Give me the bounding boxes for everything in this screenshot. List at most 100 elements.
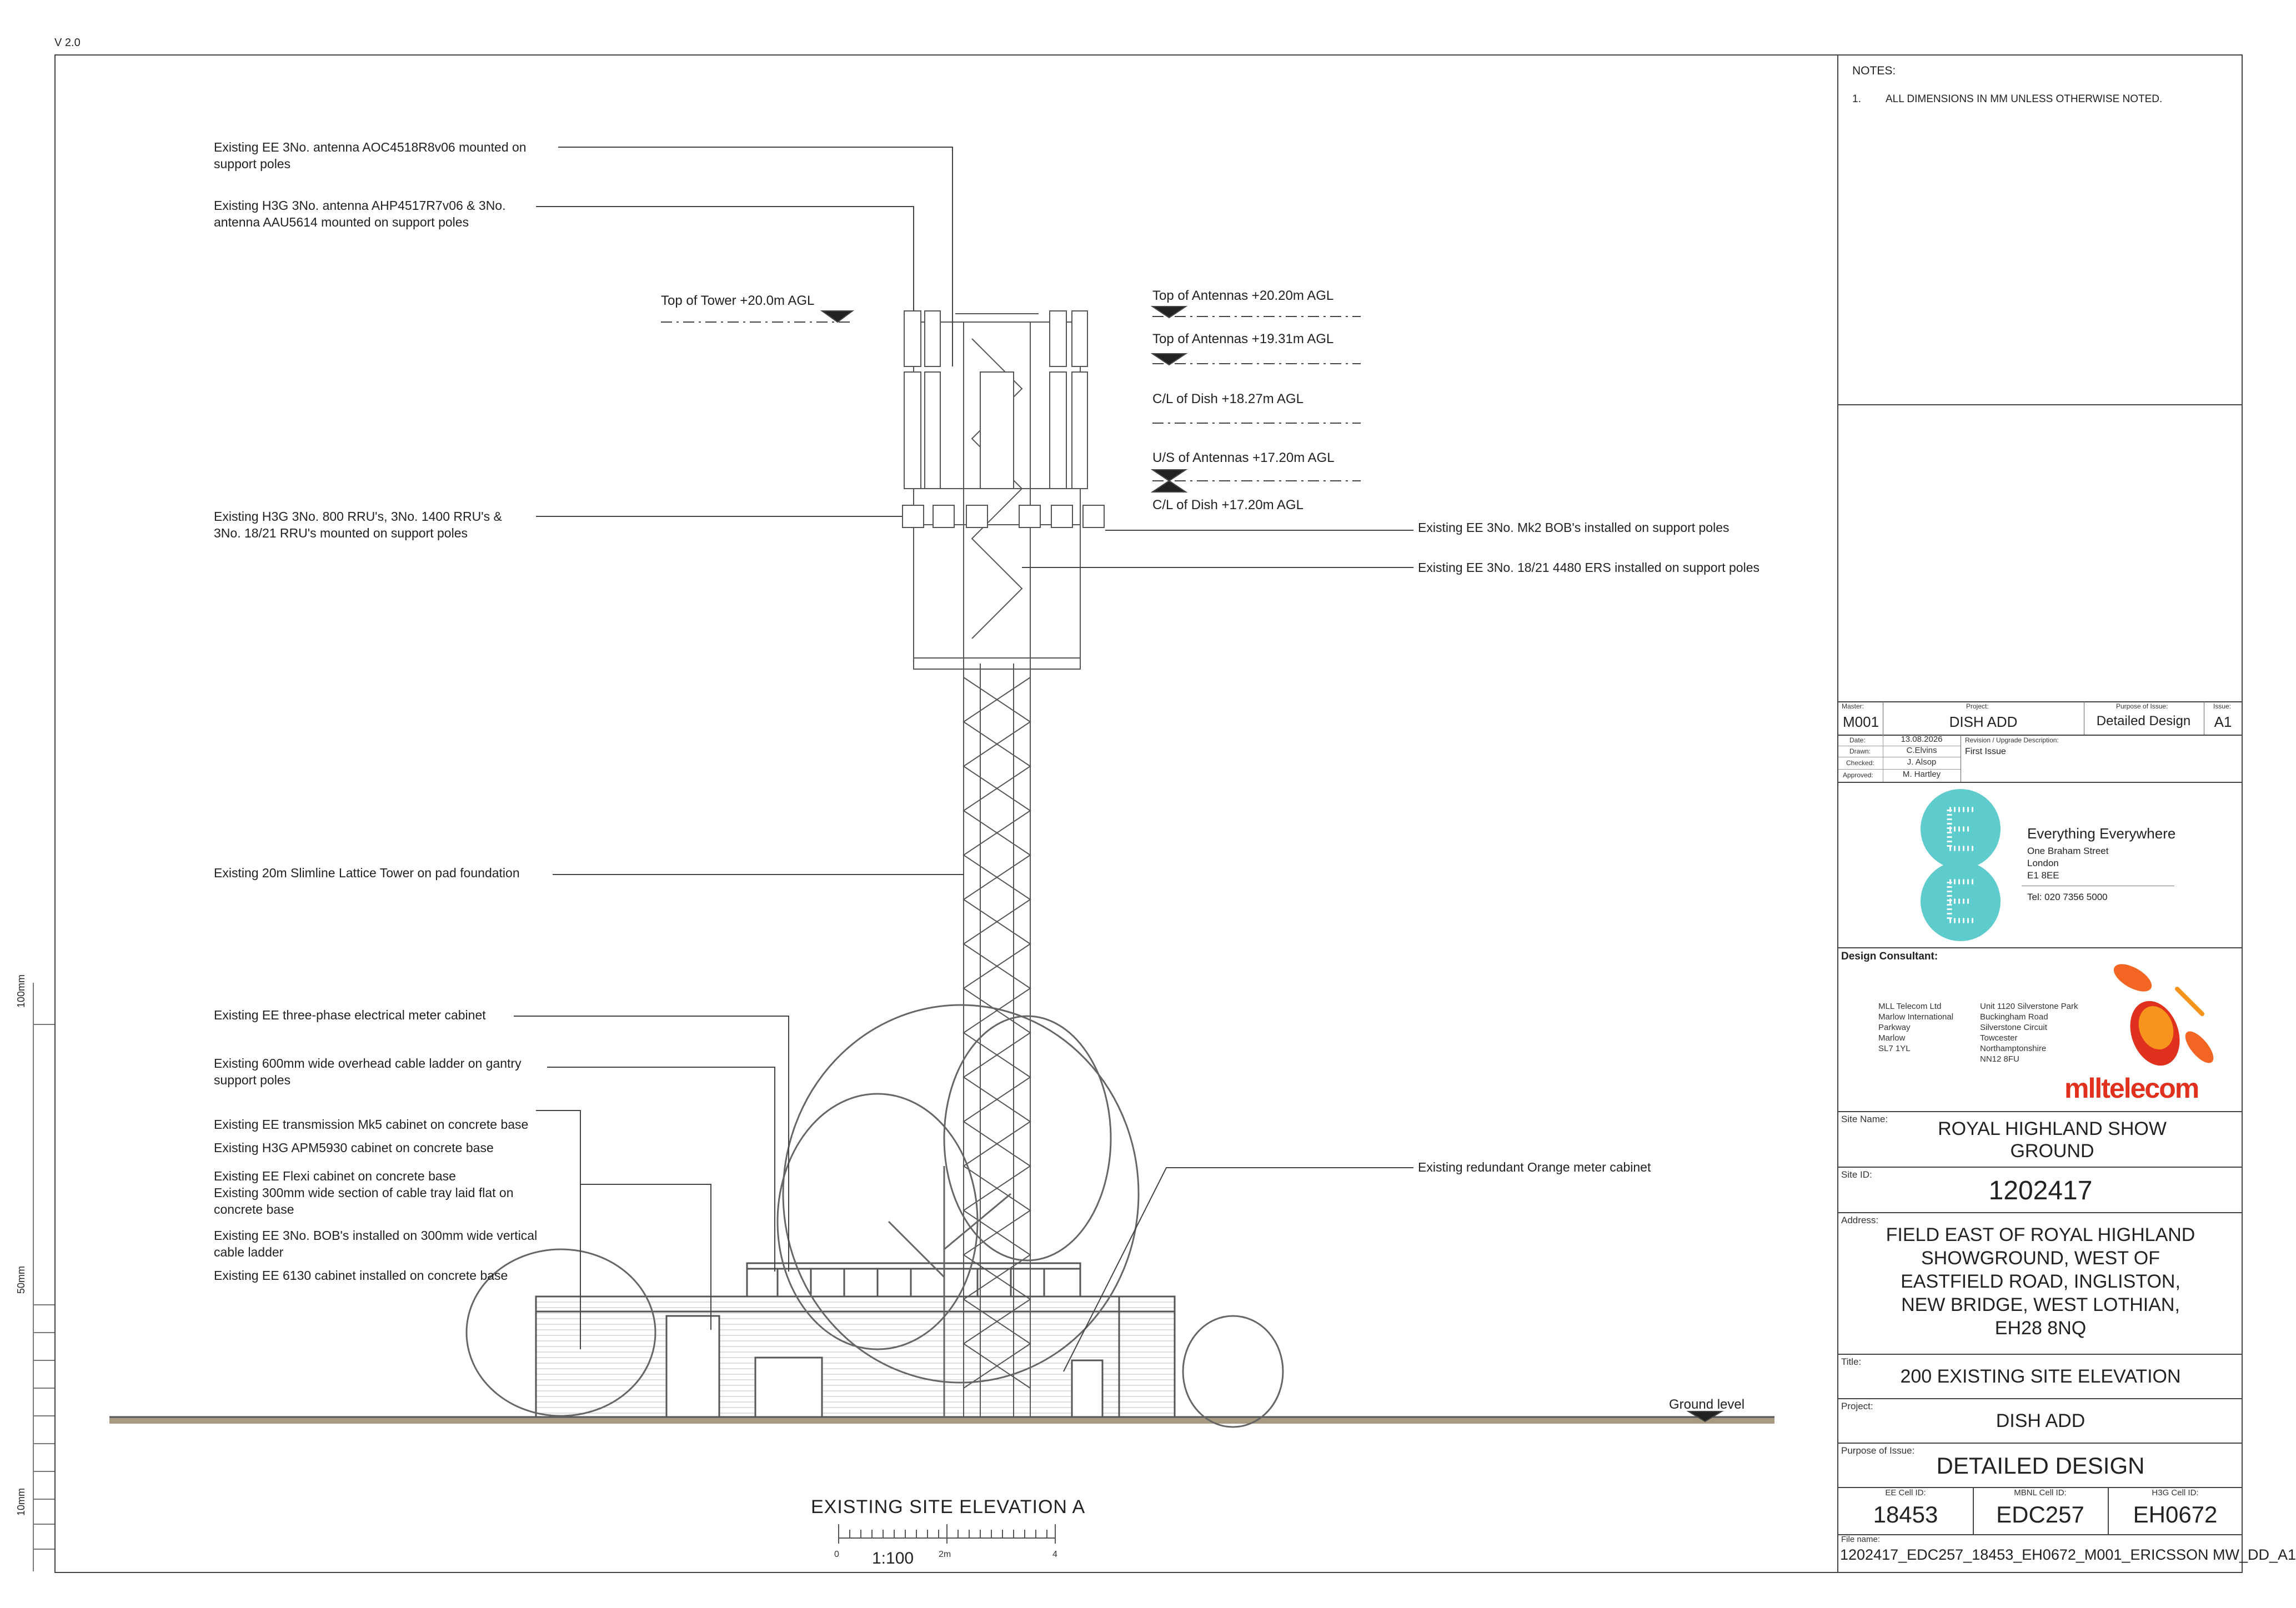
site-name-panel: Site Name: ROYAL HIGHLAND SHOW GROUND: [1838, 1111, 2243, 1168]
leader-lines: [514, 147, 1413, 1372]
scale-tick-2m: 2m: [939, 1550, 951, 1559]
level-dish-2: C/L of Dish +17.20m AGL: [1152, 498, 1304, 512]
callout-h3g-rru: Existing H3G 3No. 800 RRU's, 3No. 1400 R…: [214, 509, 502, 540]
master-row: Master: M001 Project: DISH ADD Purpose o…: [1838, 701, 2243, 736]
ee-company-name: Everything Everywhere: [2027, 825, 2176, 842]
site-name-label: Site Name:: [1841, 1114, 1888, 1124]
antennas: [904, 310, 1088, 489]
site-id-panel: Site ID: 1202417: [1838, 1167, 2243, 1213]
consultant-addr-b4: Towcester: [1980, 1033, 2018, 1043]
consultant-panel: Design Consultant: MLL Telecom Ltd Marlo…: [1838, 947, 2243, 1112]
ee-cell-value: 18453: [1873, 1501, 1938, 1527]
mll-logo-text: mlltelecom: [2064, 1073, 2199, 1104]
level-us-antennas: U/S of Antennas +17.20m AGL: [1152, 450, 1335, 465]
side-ruler: [33, 983, 54, 1571]
h3g-cell-label: H3G Cell ID:: [2152, 1488, 2199, 1498]
drawing-title: EXISTING SITE ELEVATION A: [811, 1496, 1086, 1517]
callout-bobs-ladder: Existing EE 3No. BOB's installed on 300m…: [214, 1228, 538, 1259]
h3g-cell-value: EH0672: [2133, 1501, 2218, 1527]
rru-units: [902, 505, 1105, 528]
project2-label: Project:: [1841, 1401, 1873, 1411]
consultant-addr-a3: Parkway: [1878, 1023, 1911, 1032]
callout-mk2-bobs: Existing EE 3No. Mk2 BOB's installed on …: [1418, 520, 1729, 535]
level-top-of-tower: Top of Tower +20.0m AGL: [661, 293, 815, 308]
master-label: Master:: [1842, 702, 1864, 710]
consultant-addr-a4: Marlow: [1878, 1033, 1906, 1043]
date-value: 13.08.2026: [1901, 735, 1943, 744]
scale-bar: [838, 1524, 1056, 1544]
callout-h3g-antenna: Existing H3G 3No. antenna AHP4517R7v06 &…: [214, 198, 506, 229]
address-label: Address:: [1841, 1215, 1879, 1225]
purpose-label: Purpose of Issue:: [2116, 702, 2168, 710]
ee-cell-label: EE Cell ID:: [1885, 1488, 1926, 1498]
level-markers: [661, 306, 1724, 1423]
approved-label: Approved:: [1843, 771, 1873, 779]
compound: [535, 1262, 1176, 1418]
callout-orange-meter: Existing redundant Orange meter cabinet: [1418, 1160, 1651, 1174]
checked-value: J. Alsop: [1907, 757, 1937, 767]
ee-logo: [1921, 789, 2001, 941]
ruler-label-50mm: 50mm: [16, 1265, 27, 1294]
address-value: FIELD EAST OF ROYAL HIGHLAND SHOWGROUND,…: [1886, 1224, 2195, 1339]
callout-mk5-cabinet: Existing EE transmission Mk5 cabinet on …: [214, 1117, 529, 1132]
callout-4480-ers: Existing EE 3No. 18/21 4480 ERS installe…: [1418, 560, 1759, 575]
consultant-addr-b2: Buckingham Road: [1980, 1012, 2048, 1022]
filename-label: File name:: [1841, 1535, 1881, 1544]
lattice-tower: [962, 664, 1031, 1417]
site-id-value: 1202417: [1988, 1176, 2093, 1205]
approved-value: M. Hartley: [1902, 770, 1941, 779]
callout-meter-cabinet: Existing EE three-phase electrical meter…: [214, 1008, 486, 1022]
mll-logo-shapes: [2113, 964, 2214, 1066]
revision-label: Revision / Upgrade Description:: [1965, 736, 2059, 744]
note-number: 1.: [1852, 93, 1861, 105]
ee-telephone: Tel: 020 7356 5000: [2027, 892, 2108, 902]
consultant-addr-b1: Unit 1120 Silverstone Park: [1980, 1002, 2078, 1011]
purpose2-label: Purpose of Issue:: [1841, 1445, 1915, 1456]
date-label: Date:: [1849, 736, 1866, 744]
purpose-panel: Purpose of Issue: DETAILED DESIGN: [1838, 1443, 2243, 1488]
issue-value: A1: [2214, 713, 2232, 730]
drawn-value: C.Elvins: [1906, 746, 1937, 755]
title-label: Title:: [1841, 1356, 1862, 1367]
callout-flexi-cabinet: Existing EE Flexi cabinet on concrete ba…: [214, 1169, 456, 1183]
callout-apm5930: Existing H3G APM5930 cabinet on concrete…: [214, 1140, 494, 1155]
consultant-addr-b5: Northamptonshire: [1980, 1044, 2047, 1053]
callout-6130-cabinet: Existing EE 6130 cabinet installed on co…: [214, 1268, 508, 1283]
level-top-antennas-1: Top of Antennas +20.20m AGL: [1152, 288, 1334, 303]
callout-cable-tray: Existing 300mm wide section of cable tra…: [214, 1185, 514, 1217]
checked-label: Checked:: [1846, 759, 1874, 767]
ruler-label-100mm: 100mm: [16, 974, 27, 1008]
note-text: ALL DIMENSIONS IN MM UNLESS OTHERWISE NO…: [1886, 93, 2163, 105]
project-label: Project:: [1966, 702, 1989, 710]
revision-row: Date: 13.08.2026 Drawn: C.Elvins Checked…: [1838, 735, 2243, 783]
address-panel: Address: FIELD EAST OF ROYAL HIGHLAND SH…: [1838, 1212, 2243, 1355]
scale-tick-0: 0: [834, 1550, 839, 1559]
consultant-addr-a2: Marlow International: [1878, 1012, 1954, 1022]
consultant-label: Design Consultant:: [1841, 951, 1938, 962]
project-value: DISH ADD: [1949, 713, 2018, 730]
title-value: 200 EXISTING SITE ELEVATION: [1900, 1366, 2181, 1387]
version-label: V 2.0: [54, 37, 81, 49]
consultant-addr-b6: NN12 8FU: [1980, 1054, 2019, 1064]
level-dish-1: C/L of Dish +18.27m AGL: [1152, 391, 1304, 406]
scale-text: 1:100: [872, 1549, 914, 1567]
callout-cable-ladder: Existing 600mm wide overhead cable ladde…: [214, 1056, 522, 1087]
level-ground: Ground level: [1669, 1397, 1745, 1412]
consultant-addr-a1: MLL Telecom Ltd: [1878, 1002, 1942, 1011]
mbnl-cell-label: MBNL Cell ID:: [2014, 1488, 2067, 1498]
callout-lattice-tower: Existing 20m Slimline Lattice Tower on p…: [214, 866, 520, 880]
client-panel: Everything Everywhere One Braham Street …: [1838, 782, 2243, 948]
ee-address-1: One Braham Street: [2027, 846, 2109, 856]
purpose-value: Detailed Design: [2096, 713, 2191, 728]
blank-panel: [1838, 404, 2243, 702]
filename-panel: File name: 1202417_EDC257_18453_EH0672_M…: [1838, 1534, 2296, 1572]
ee-address-3: E1 8EE: [2027, 870, 2059, 881]
mbnl-cell-value: EDC257: [1996, 1501, 2084, 1527]
project2-value: DISH ADD: [1996, 1410, 2086, 1431]
notes-panel: NOTES: 1. ALL DIMENSIONS IN MM UNLESS OT…: [1838, 54, 2243, 405]
purpose2-value: DETAILED DESIGN: [1936, 1453, 2145, 1479]
filename-value: 1202417_EDC257_18453_EH0672_M001_ERICSSO…: [1840, 1546, 2296, 1563]
drawing-title-panel: Title: 200 EXISTING SITE ELEVATION: [1838, 1354, 2243, 1399]
ee-address-2: London: [2027, 858, 2059, 868]
